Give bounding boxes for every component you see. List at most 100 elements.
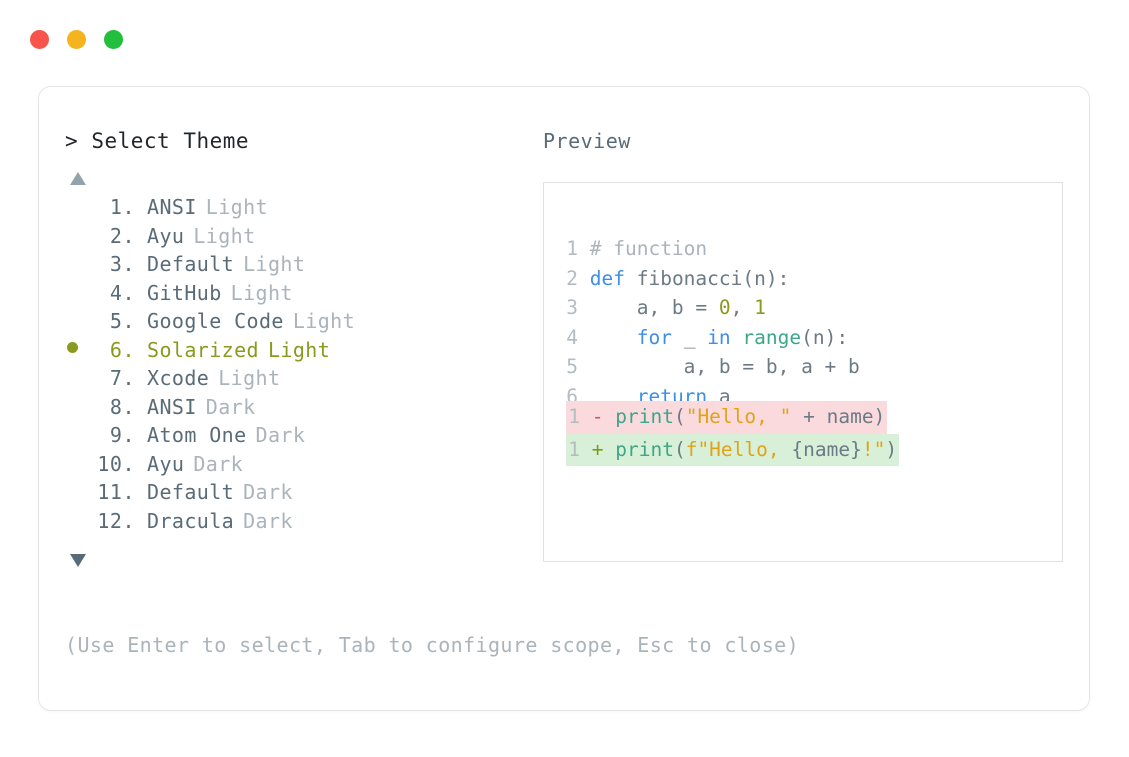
code-token: def bbox=[589, 266, 625, 290]
diff-line-del: 1 - print("Hello, " + name) bbox=[566, 401, 899, 434]
code-token: ) bbox=[885, 437, 898, 461]
code-line: 2 def fibonacci(n): bbox=[566, 264, 860, 294]
code-token: print bbox=[615, 437, 674, 461]
code-token: # function bbox=[589, 237, 708, 260]
line-number: 1 bbox=[568, 437, 580, 461]
code-token: {name} bbox=[791, 437, 862, 461]
code-token: for bbox=[636, 325, 672, 349]
theme-item-variant: Light bbox=[193, 223, 256, 248]
diff-marker: + bbox=[591, 437, 604, 461]
theme-item-index: 12. bbox=[97, 508, 135, 533]
code-token: a, b = bbox=[589, 296, 719, 319]
theme-item-index: 1. bbox=[109, 195, 135, 219]
code-token: fibonacci(n): bbox=[624, 266, 790, 290]
code-token: , bbox=[730, 296, 755, 319]
code-token: a bbox=[707, 384, 731, 408]
theme-item-index: 4. bbox=[109, 280, 135, 305]
theme-item-name: ANSI bbox=[147, 195, 197, 219]
code-line: 3 a, b = 0, 1 bbox=[566, 293, 860, 323]
theme-item-variant: Light bbox=[243, 252, 306, 276]
theme-item-index: 6. bbox=[109, 337, 135, 362]
prompt-caret: > bbox=[65, 129, 79, 153]
theme-item-index: 7. bbox=[109, 366, 135, 390]
theme-list-item[interactable]: 5. Google Code Light bbox=[65, 309, 535, 338]
theme-list-item[interactable]: 9. Atom One Dark bbox=[65, 423, 535, 452]
keyboard-hint: (Use Enter to select, Tab to configure s… bbox=[65, 633, 800, 657]
code-token bbox=[731, 326, 743, 349]
theme-item-index: 5. bbox=[109, 309, 135, 333]
line-number: 1 bbox=[568, 405, 580, 428]
triangle-up-icon[interactable] bbox=[70, 172, 86, 185]
theme-item-index: 2. bbox=[109, 223, 135, 248]
triangle-down-icon[interactable] bbox=[70, 554, 86, 567]
theme-item-variant: Light bbox=[292, 309, 356, 333]
theme-list-item[interactable]: 3. Default Light bbox=[65, 252, 535, 281]
theme-item-name: Dracula bbox=[147, 508, 235, 533]
line-number: 1 bbox=[566, 237, 578, 260]
theme-item-name: Google Code bbox=[147, 309, 284, 333]
theme-item-variant: Dark bbox=[243, 508, 293, 533]
close-window-button[interactable] bbox=[30, 30, 49, 49]
minimize-window-button[interactable] bbox=[67, 30, 86, 49]
theme-item-name: ANSI bbox=[147, 394, 197, 419]
window-controls bbox=[30, 30, 123, 49]
line-number: 2 bbox=[566, 266, 578, 290]
code-token: ( bbox=[673, 405, 686, 428]
theme-item-name: Solarized bbox=[147, 337, 259, 362]
theme-list-item[interactable]: 7. Xcode Light bbox=[65, 366, 535, 395]
code-token: print bbox=[615, 405, 674, 428]
code-token: (n): bbox=[801, 325, 849, 349]
theme-item-index: 11. bbox=[97, 480, 135, 504]
theme-item-variant: Light bbox=[230, 280, 293, 305]
theme-list-item[interactable]: 1. ANSI Light bbox=[65, 195, 535, 224]
theme-list-item[interactable]: 12. Dracula Dark bbox=[65, 509, 535, 538]
code-line: 1 # function bbox=[566, 234, 860, 264]
page-title: > Select Theme bbox=[65, 131, 535, 152]
maximize-window-button[interactable] bbox=[104, 30, 123, 49]
theme-item-name: Atom One bbox=[147, 423, 247, 447]
theme-item-index: 3. bbox=[109, 252, 135, 276]
theme-item-index: 8. bbox=[109, 394, 135, 419]
theme-item-variant: Light bbox=[205, 195, 268, 219]
line-number: 5 bbox=[566, 355, 578, 378]
theme-item-variant: Dark bbox=[255, 423, 306, 447]
code-token: 1 bbox=[754, 296, 766, 319]
code-token bbox=[590, 326, 637, 349]
code-token: + name) bbox=[791, 405, 886, 428]
code-line: 5 a, b = b, a + b bbox=[566, 352, 860, 382]
line-number: 6 bbox=[566, 384, 578, 408]
theme-item-variant: Dark bbox=[243, 480, 293, 504]
diff-highlight: 1 + print(f"Hello, {name}!") bbox=[566, 433, 900, 466]
line-number: 4 bbox=[566, 325, 578, 349]
diff-line-add: 1 + print(f"Hello, {name}!") bbox=[566, 433, 900, 466]
code-token: 0 bbox=[718, 296, 731, 319]
theme-item-name: Ayu bbox=[147, 223, 185, 248]
selected-bullet-icon bbox=[67, 341, 78, 353]
theme-item-name: Default bbox=[147, 252, 235, 276]
theme-item-index: 9. bbox=[109, 423, 135, 447]
theme-list-item[interactable]: 2. Ayu Light bbox=[65, 224, 535, 253]
code-token: range bbox=[742, 325, 802, 349]
diff-marker: - bbox=[591, 405, 604, 428]
theme-item-variant: Light bbox=[218, 366, 281, 390]
preview-label: Preview bbox=[543, 129, 631, 153]
diff-highlight: 1 - print("Hello, " + name) bbox=[566, 401, 888, 434]
theme-item-variant: Dark bbox=[193, 451, 244, 476]
code-token: _ bbox=[671, 325, 708, 349]
diff-sample: 1 - print("Hello, " + name)1 + print(f"H… bbox=[566, 401, 900, 466]
code-token: in bbox=[707, 325, 731, 349]
theme-item-index: 10. bbox=[97, 451, 135, 476]
theme-item-name: Xcode bbox=[147, 366, 210, 390]
code-line: 4 for _ in range(n): bbox=[566, 323, 860, 353]
page-title-text: Select Theme bbox=[91, 129, 250, 153]
